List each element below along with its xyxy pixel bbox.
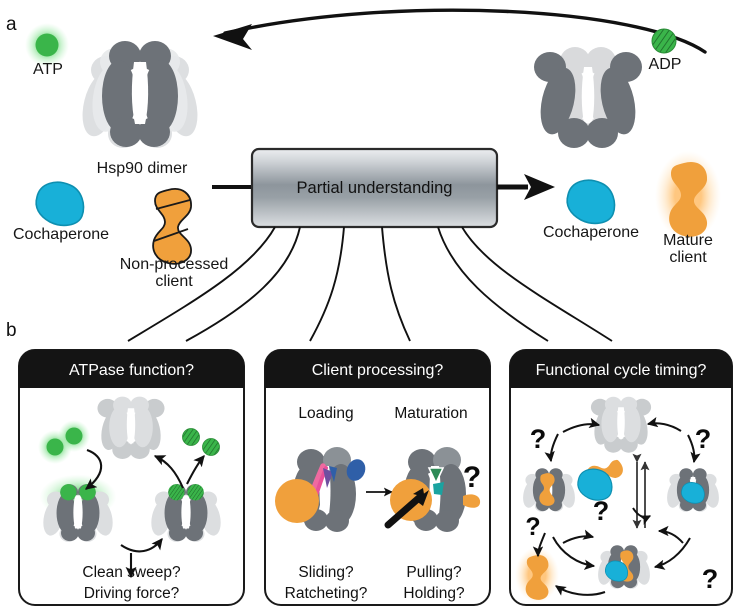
panel-letter-a: a: [6, 14, 17, 35]
cycle-arrows: [532, 417, 701, 596]
atpase-state-closed-atp: [39, 474, 117, 542]
client-sub-loading: Loading: [298, 405, 353, 422]
client-header-bg: [265, 350, 490, 388]
non-processed-client-label-line1: Non-processed: [119, 256, 229, 273]
panel-b-box-cycle-timing[interactable]: Functional cycle timing?: [509, 349, 733, 606]
panel-letter-b: b: [6, 320, 17, 341]
atpase-footer-line2: Driving force?: [84, 585, 180, 602]
adp-icon: [651, 28, 677, 54]
atpase-atp-molecules: [38, 420, 90, 464]
cochaperone-right-icon: [566, 179, 616, 225]
cycle-state-apo: [590, 396, 652, 453]
partial-understanding-box: Partial understanding: [250, 147, 499, 229]
recycle-arrow-path: [223, 8, 707, 54]
panel-b-box-atpase[interactable]: ATPase function?: [18, 349, 245, 606]
panel-a: Partial understanding: [25, 8, 721, 342]
mature-client-icon: [655, 151, 721, 241]
atpase-footer-line1: Clean sweep?: [82, 564, 181, 581]
cochaperone-right-label: Cochaperone: [542, 224, 640, 241]
mature-client-label-line1: Mature: [663, 232, 713, 249]
atpase-cycle-arrows: [85, 449, 205, 579]
mature-client-label-line2: client: [669, 249, 707, 267]
cycle-state-client-bound: [520, 468, 578, 512]
atp-label: ATP: [33, 61, 63, 78]
client-loading-complex: [275, 447, 366, 532]
cycle-question-mark-5: ?: [702, 564, 719, 594]
cycle-question-mark-3: ?: [593, 496, 610, 526]
cycle-released-client: [515, 547, 559, 603]
cycle-question-mark-4: ?: [525, 513, 540, 541]
panel-b-box-client-processing[interactable]: Client processing? Loading Maturation: [264, 349, 491, 606]
non-processed-client-icon: [152, 188, 192, 265]
recycle-arrow-head: [213, 24, 252, 50]
client-question-mark: ?: [463, 461, 481, 494]
cochaperone-left-icon: [35, 181, 85, 227]
non-processed-client-label: Non-processed client: [105, 256, 243, 291]
client-maturation-complex: [384, 447, 481, 532]
output-arrow-head: [524, 174, 555, 200]
atpase-adp-molecules: [182, 428, 220, 456]
cycle-state-ternary: [595, 545, 653, 589]
client-header-label: Client processing?: [312, 362, 444, 379]
client-footer-right-line1: Pulling?: [406, 564, 462, 581]
panel-b: ATPase function?: [18, 349, 733, 606]
cycle-free-factors: [577, 459, 623, 501]
cycle-question-mark-1: ?: [530, 424, 547, 454]
client-footer-left-line1: Sliding?: [298, 564, 354, 581]
adp-label: ADP: [648, 56, 682, 73]
atpase-state-open-apo: [97, 396, 165, 459]
atpase-state-closed-adp: [148, 484, 224, 542]
atpase-header-bg: [19, 350, 244, 388]
client-footer-right-line2: Holding?: [403, 585, 465, 602]
fan-connectors: [127, 226, 613, 342]
atpase-header-label: ATPase function?: [69, 362, 194, 379]
hsp90-dimer-open-right: [534, 47, 642, 148]
cycle-question-mark-2: ?: [695, 424, 712, 454]
hsp90-dimer-label: Hsp90 dimer: [96, 160, 188, 177]
partial-understanding-label: Partial understanding: [297, 179, 453, 197]
mature-client-label: Mature client: [648, 232, 728, 267]
cycle-header-bg: [510, 350, 732, 388]
cochaperone-left-label: Cochaperone: [12, 226, 110, 243]
client-footer-left-line2: Ratcheting?: [285, 585, 368, 602]
atp-icon: [35, 33, 59, 57]
non-processed-client-label-line2: client: [155, 273, 193, 291]
client-sub-maturation: Maturation: [394, 405, 467, 422]
hsp90-dimer-closed-left: [76, 41, 204, 148]
cycle-header-label: Functional cycle timing?: [536, 362, 707, 379]
